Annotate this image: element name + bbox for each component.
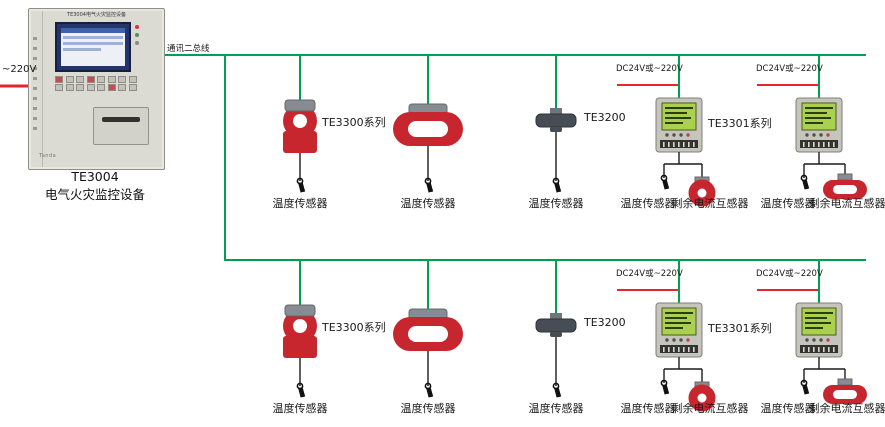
panel-key — [118, 76, 126, 83]
label-cabinet-name: 电气火灾监控设备 — [44, 187, 146, 202]
label-te3200: TE3200 — [584, 111, 626, 124]
label-te3200: TE3200 — [584, 316, 626, 329]
label-residual-current-ct: 剩余电流互感器 — [671, 197, 749, 210]
sensor-cables — [663, 152, 703, 178]
temperature-probe-icon — [552, 177, 563, 194]
lcd-row — [63, 48, 102, 51]
label-mains: ~220V — [2, 64, 37, 75]
panel-key — [97, 84, 105, 91]
label-te3300: TE3300系列 — [322, 116, 386, 129]
te3301-monitor — [795, 97, 867, 199]
label-aux-power: DC24V或~220V — [756, 269, 823, 279]
panel-key — [97, 76, 105, 83]
bus-drop-lines — [299, 55, 820, 111]
label-residual-current-ct: 剩余电流互感器 — [808, 402, 885, 415]
label-residual-current-ct: 剩余电流互感器 — [671, 402, 749, 415]
cabinet-lcd-content — [61, 28, 125, 66]
panel-key — [128, 76, 137, 83]
label-temperature-sensor: 温度传感器 — [400, 197, 456, 210]
label-te3300: TE3300系列 — [322, 321, 386, 334]
label-residual-current-ct: 剩余电流互感器 — [808, 197, 885, 210]
panel-printer — [93, 107, 149, 145]
te3300-ring-sensor — [283, 99, 317, 194]
cabinet-vents — [33, 37, 37, 133]
label-temperature-sensor: 温度传感器 — [620, 402, 676, 415]
label-temperature-sensor: 温度传感器 — [272, 402, 328, 415]
panel-key — [76, 84, 84, 91]
te3200-sensor — [535, 108, 577, 194]
label-aux-power: DC24V或~220V — [756, 64, 823, 74]
lcd-row — [63, 36, 123, 39]
panel-key — [55, 76, 63, 83]
panel-key — [65, 76, 74, 83]
label-bus: 通讯二总线 — [167, 44, 210, 54]
keypad-row — [55, 84, 137, 91]
label-temperature-sensor: 温度传感器 — [760, 402, 816, 415]
residual-current-ct-icon — [688, 179, 716, 207]
panel-key — [118, 84, 126, 91]
te3301-monitor — [655, 97, 716, 207]
cabinet-lcd — [55, 22, 131, 72]
label-te3301: TE3301系列 — [708, 117, 772, 130]
sensor-cables — [803, 152, 846, 181]
label-aux-power: DC24V或~220V — [616, 64, 683, 74]
brand-logo: Tanda — [39, 153, 57, 159]
label-temperature-sensor: 温度传感器 — [760, 197, 816, 210]
cabinet-door-seam — [42, 11, 43, 167]
bus-line-bottom — [224, 55, 866, 261]
panel-key — [86, 84, 95, 91]
panel-key — [128, 84, 137, 91]
sensor-cap — [284, 99, 316, 112]
temperature-probe-icon — [660, 174, 671, 191]
panel-key — [76, 76, 84, 83]
keypad-row — [55, 76, 137, 83]
cabinet-nameplate: TE3004电气火灾监控设备 — [67, 12, 126, 18]
monitoring-cabinet: TE3004电气火灾监控设备 Tanda — [28, 8, 165, 170]
temperature-probe-icon — [800, 174, 811, 191]
status-leds — [135, 25, 139, 49]
temperature-probe-icon — [424, 177, 435, 194]
label-temperature-sensor: 温度传感器 — [528, 197, 584, 210]
label-temperature-sensor: 温度传感器 — [528, 402, 584, 415]
panel-key — [65, 84, 74, 91]
lcd-header-bar — [61, 28, 125, 33]
alarm-led — [135, 25, 139, 29]
printer-slot — [102, 117, 140, 122]
ct-cap — [837, 173, 853, 181]
panel-key — [107, 84, 116, 91]
temperature-probe-icon — [296, 177, 307, 194]
label-te3301: TE3301系列 — [708, 322, 772, 335]
panel-key — [86, 76, 95, 83]
lcd-row — [63, 42, 123, 45]
te3300-busbar-sensor — [393, 103, 463, 194]
power-led — [135, 33, 139, 37]
label-aux-power: DC24V或~220V — [616, 269, 683, 279]
label-cabinet-model: TE3004 — [71, 169, 119, 184]
label-temperature-sensor: 温度传感器 — [272, 197, 328, 210]
label-temperature-sensor: 温度传感器 — [400, 402, 456, 415]
device-row-1 — [283, 55, 867, 207]
panel-key — [55, 84, 63, 91]
label-temperature-sensor: 温度传感器 — [620, 197, 676, 210]
fault-led — [135, 41, 139, 45]
panel-key — [107, 76, 116, 83]
